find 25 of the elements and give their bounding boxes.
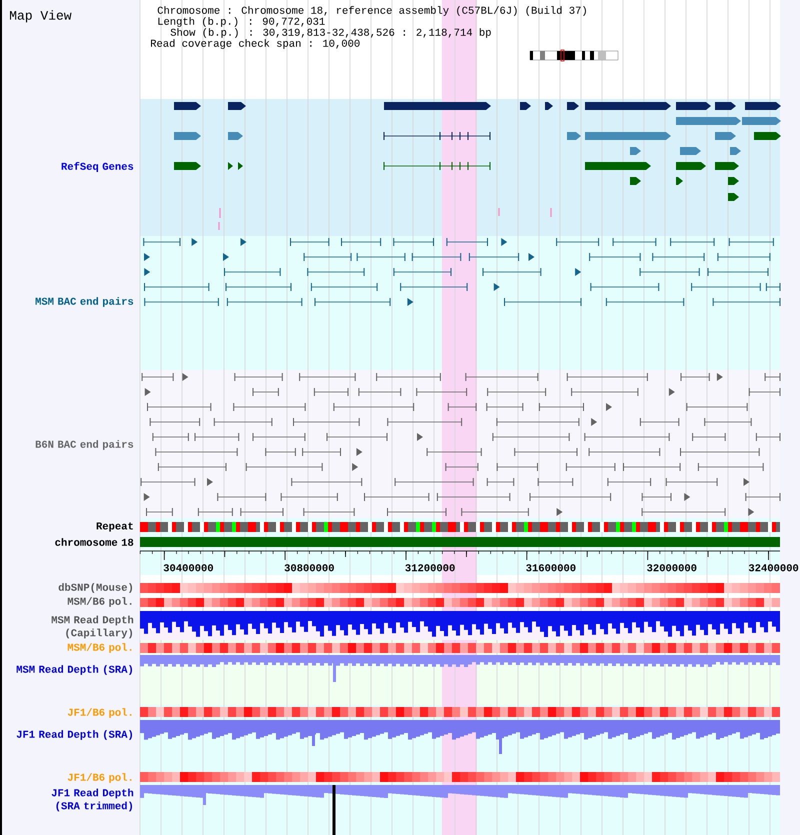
title: Map View: [10, 10, 72, 22]
track-label: MSM Read Depth (Capillary): [52, 616, 134, 638]
tick-label: 32400000: [748, 564, 798, 572]
track-label: B6N BAC end pairs: [36, 440, 134, 450]
track-label: JF1 Read Depth (SRA): [16, 730, 132, 740]
track-label: JF1/B6 pol.: [68, 708, 132, 718]
track-label: RefSeq Genes: [62, 162, 134, 172]
track-label: chromosome 18: [55, 538, 134, 546]
tick-label: 31600000: [526, 564, 576, 572]
track-label: JF1 Read Depth (SRA trimmed): [52, 788, 134, 812]
info-text: Read coverage check span : 10,000: [151, 39, 360, 49]
track-label: MSM/B6 pol.: [68, 643, 132, 653]
track-label: JF1/B6 pol.: [68, 773, 132, 783]
tick-label: 31200000: [405, 564, 455, 572]
track-label: MSM BAC end pairs: [36, 297, 134, 307]
info-text: Length (b.p.) : 90,772,031: [158, 17, 325, 27]
track-label: dbSNP(Mouse): [58, 583, 132, 593]
tick-label: 32000000: [647, 564, 696, 572]
tick-label: 30400000: [164, 564, 213, 572]
info-text: Chromosome : Chromosome 18, reference assembly (C57BL/6J) (Build 37): [158, 6, 586, 16]
info-text: Show (b.p.) : 30,319,813-32,438,526 : 2,118,714 bp: [170, 28, 491, 38]
tick-label: 30800000: [284, 564, 334, 572]
track-label: Repeat: [96, 522, 133, 532]
track-label: MSM Read Depth (SRA): [16, 665, 132, 675]
track-label: MSM/B6 pol.: [68, 597, 132, 607]
